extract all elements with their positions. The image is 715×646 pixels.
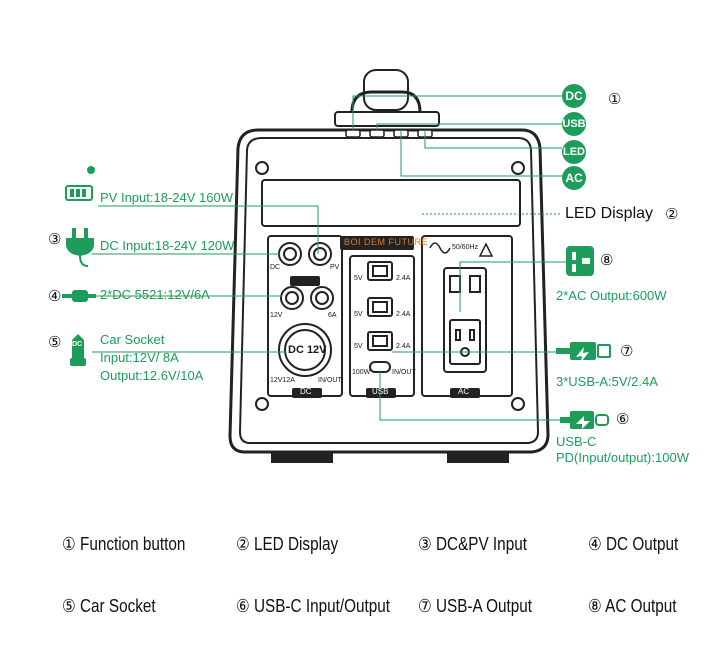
car-socket-title: Car Socket <box>100 332 165 347</box>
usb-a-cable-icon <box>556 342 611 362</box>
usba-output-num: ⑦ <box>620 343 634 360</box>
dc-plug-icon <box>66 228 94 267</box>
dc-output-label: 2*DC 5521:12V/6A <box>100 287 210 302</box>
usb-c-cable-icon <box>560 411 609 429</box>
car-socket-input: Input:12V/ 8A <box>100 350 179 365</box>
led-display-label: LED Display <box>565 205 654 222</box>
usbc-100w-label: 100W <box>352 369 371 376</box>
dc-inout-label: IN/OUT <box>318 377 342 384</box>
dc-input-num: ③ <box>48 231 62 248</box>
ac-output-label: 2*AC Output:600W <box>556 288 667 303</box>
legend-item-usbc: ⑥ USB-C Input/Output <box>236 596 391 616</box>
usb-5v-label-3: 5V <box>354 343 363 350</box>
usbc-num: ⑥ <box>616 411 630 428</box>
legend-item-usba: ⑦ USB-A Output <box>418 596 533 616</box>
port-12v-label: 12V <box>270 312 283 319</box>
ac-output-num: ⑧ <box>600 252 614 269</box>
usb-24a-label-2: 2.4A <box>396 311 411 318</box>
carry-handle <box>363 69 409 111</box>
dc-input-label: DC Input:18-24V 120W <box>100 238 235 253</box>
legend-item-led-display: ② LED Display <box>236 534 339 554</box>
dc-port-label: DC <box>270 264 281 271</box>
led-display-window <box>261 179 521 227</box>
car-socket-num: ⑤ <box>48 334 62 351</box>
legend-item-function-button: ① Function button <box>62 534 186 554</box>
usbc-inout-label: IN/OUT <box>392 369 416 376</box>
led-brand-text: BOI DEM FUTURE <box>344 237 429 247</box>
usbc-desc: PD(Input/output):100W <box>556 450 689 465</box>
dc-5521-icon <box>62 290 96 302</box>
ac-outlet-icon <box>566 246 594 276</box>
port-6a-label: 6A <box>328 312 337 319</box>
usbc-title: USB-C <box>556 434 597 449</box>
led-display-num: ② <box>665 206 679 223</box>
led-button-badge: LED <box>562 140 586 164</box>
car-plug-icon <box>70 334 86 366</box>
legend-item-ac-output: ⑧ AC Output <box>588 596 677 616</box>
legend-item-dc-output: ④ DC Output <box>588 534 679 554</box>
dc-panel-label: DC <box>300 387 312 396</box>
legend-item-car-socket: ⑤ Car Socket <box>62 596 156 616</box>
pv-port-label: PV <box>330 264 340 271</box>
usb-24a-label-1: 2.4A <box>396 275 411 282</box>
car-socket-output: Output:12.6V/10A <box>100 368 204 383</box>
car-icon-text: DC <box>72 341 83 348</box>
usb-panel-label: USB <box>372 387 389 396</box>
car-socket-label: DC 12V <box>288 344 327 356</box>
function-num: ① <box>608 91 622 108</box>
pv-solar-icon <box>65 166 95 201</box>
ac-panel-label: AC <box>458 387 470 396</box>
legend-item-dc-pv-input: ③ DC&PV Input <box>418 534 527 554</box>
usba-output-label: 3*USB-A:5V/2.4A <box>556 374 658 389</box>
pv-input-label: PV Input:18-24V 160W <box>100 190 233 205</box>
car-socket <box>278 323 332 377</box>
usb-button-badge: USB <box>562 112 586 136</box>
car-rating-label: 12V12A <box>270 377 295 384</box>
dc-output-num: ④ <box>48 288 62 305</box>
ac-freq-label: 50/60Hz <box>452 244 479 251</box>
device-body <box>228 128 550 454</box>
ac-button-badge: AC <box>562 166 586 190</box>
usb-5v-label-2: 5V <box>354 311 363 318</box>
usb-24a-label-3: 2.4A <box>396 343 411 350</box>
dc-button-badge: DC <box>562 84 586 108</box>
usb-5v-label-1: 5V <box>354 275 363 282</box>
